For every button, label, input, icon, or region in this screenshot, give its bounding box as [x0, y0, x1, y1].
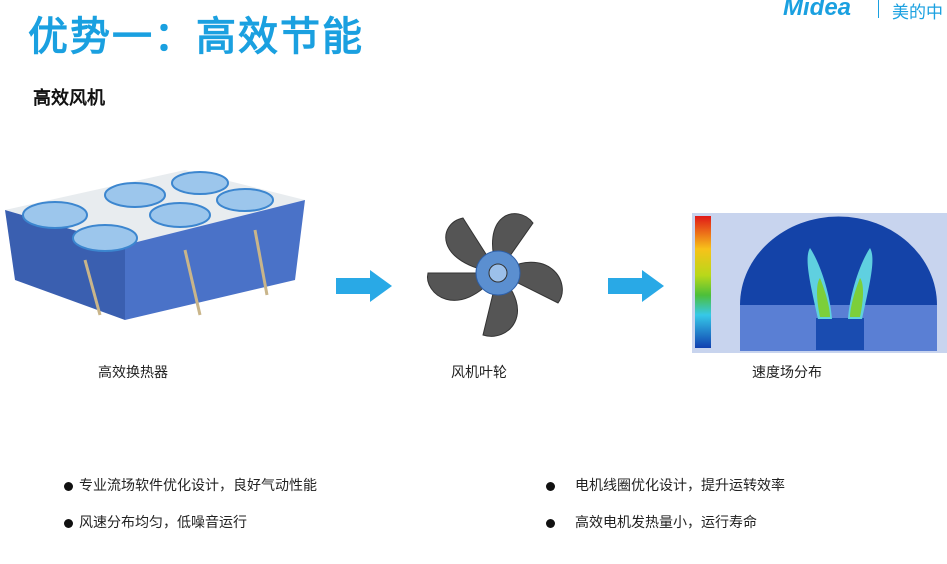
- arrow-right-icon: [608, 270, 664, 302]
- bullet-item: 专业流场软件优化设计，良好气动性能: [64, 475, 317, 495]
- caption-heat-exchanger: 高效换热器: [98, 365, 168, 381]
- bullet-text: 风速分布均匀，低噪音运行: [79, 515, 247, 531]
- bullet-item: 电机线圈优化设计，提升运转效率: [546, 475, 785, 495]
- logo-divider: [878, 0, 879, 18]
- midea-logo: Midea: [783, 0, 852, 21]
- bullet-text: 电机线圈优化设计，提升运转效率: [575, 478, 785, 494]
- caption-fan-impeller: 风机叶轮: [451, 365, 507, 381]
- heat-exchanger-image: [5, 170, 305, 320]
- bullet-item: 风速分布均匀，低噪音运行: [64, 512, 247, 532]
- velocity-field-image: [692, 213, 947, 353]
- caption-velocity-field: 速度场分布: [752, 365, 822, 381]
- bullet-text: 高效电机发热量小，运行寿命: [575, 515, 757, 531]
- fan-impeller-image: [427, 213, 563, 337]
- bullet-item: 高效电机发热量小，运行寿命: [546, 512, 757, 532]
- logo-cn-text: 美的中: [892, 3, 943, 23]
- bullet-text: 专业流场软件优化设计，良好气动性能: [79, 478, 317, 494]
- slide-title: 优势一：高效节能: [28, 14, 364, 60]
- section-subtitle: 高效风机: [33, 88, 105, 109]
- arrow-right-icon: [336, 270, 392, 302]
